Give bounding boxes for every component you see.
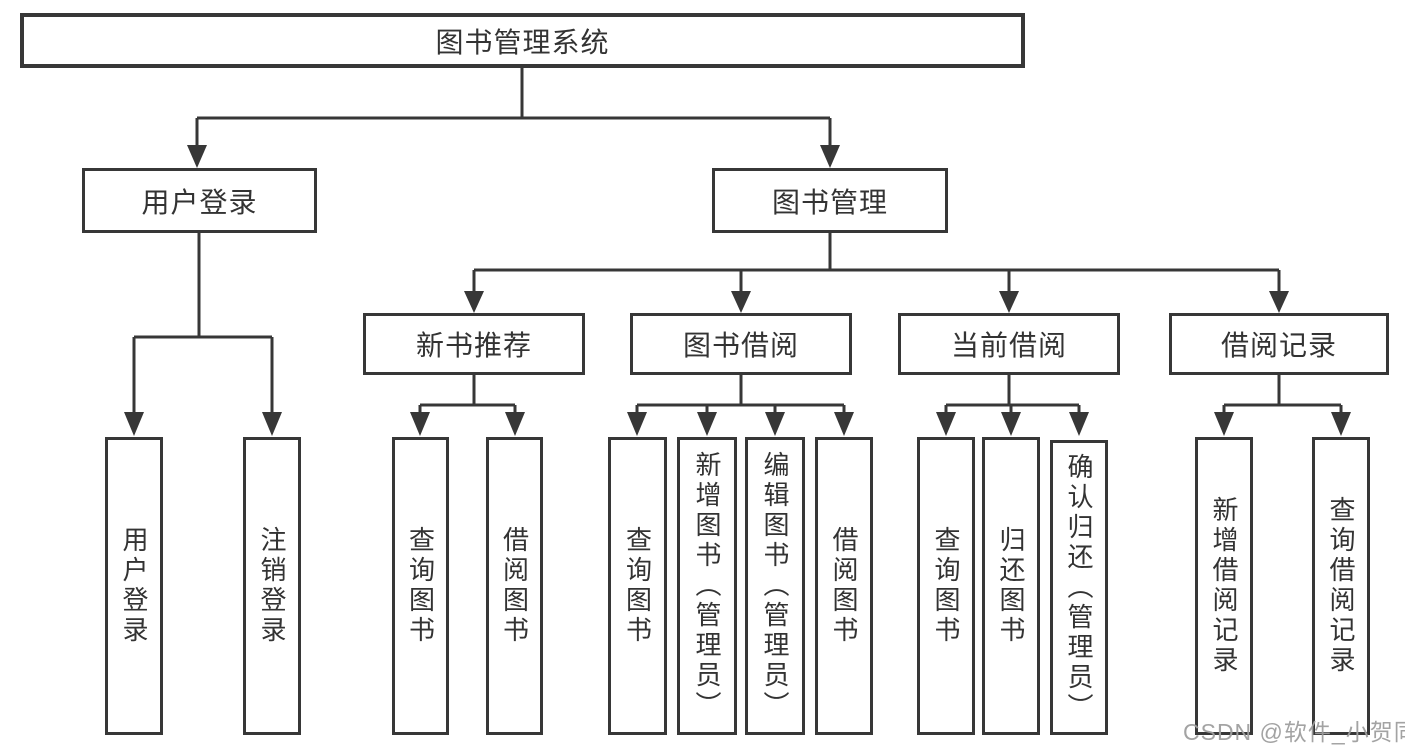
arrow-leaf-logout [262, 412, 282, 436]
leaf-query-books-2-label: 查询图书 [622, 526, 653, 646]
leaf-query-books-1-label: 查询图书 [405, 526, 436, 646]
node-borrow-records: 借阅记录 [1169, 313, 1389, 375]
node-book-management-label: 图书管理 [771, 186, 888, 218]
leaf-query-books-2: 查询图书 [608, 437, 667, 735]
node-book-borrow: 图书借阅 [630, 313, 852, 375]
arrow-leaf-query-borrow-record [1331, 412, 1351, 436]
node-current-borrow: 当前借阅 [898, 313, 1120, 375]
connector-new-book-split [418, 375, 517, 414]
leaf-query-borrow-record-label: 查询借阅记录 [1326, 496, 1356, 676]
arrowheads [124, 145, 1351, 436]
arrow-leaf-user-login [124, 412, 144, 436]
leaf-borrow-books-1-label: 借阅图书 [499, 526, 530, 646]
node-new-book-recommend-label: 新书推荐 [415, 330, 532, 361]
arrow-leaf-return-books [1001, 412, 1021, 436]
arrow-user-login [187, 145, 207, 168]
node-book-borrow-label: 图书借阅 [682, 330, 799, 361]
leaf-return-books: 归还图书 [982, 437, 1040, 735]
leaf-add-borrow-record-label: 新增借阅记录 [1209, 496, 1239, 676]
arrow-leaf-borrow-books-1 [505, 412, 525, 436]
arrow-leaf-query-books-1 [410, 412, 430, 436]
csdn-watermark: CSDN @软件_小贺同学 [1183, 719, 1405, 745]
connector-book-mgmt-split [472, 233, 1281, 292]
leaf-user-login-label: 用户登录 [119, 526, 149, 646]
node-book-management: 图书管理 [712, 168, 948, 233]
leaf-add-books-admin: 新增图书（管理员） [677, 437, 737, 735]
leaf-confirm-return-admin-label: 确认归还（管理员） [1064, 452, 1094, 723]
leaf-return-books-label: 归还图书 [996, 526, 1026, 646]
connector-book-borrow-split [635, 375, 846, 414]
arrow-leaf-add-borrow-record [1214, 412, 1234, 436]
connector-user-login-split [132, 233, 274, 414]
leaf-borrow-books-2-label: 借阅图书 [829, 526, 859, 646]
leaf-borrow-books-1: 借阅图书 [486, 437, 543, 735]
arrow-leaf-query-books-3 [936, 412, 956, 436]
connector-borrow-records-split [1222, 375, 1343, 414]
arrow-current-borrow [999, 291, 1019, 313]
leaf-confirm-return-admin: 确认归还（管理员） [1050, 440, 1108, 735]
leaf-add-books-admin-label: 新增图书（管理员） [692, 451, 722, 721]
arrow-book-mgmt [820, 145, 840, 168]
leaf-user-login: 用户登录 [105, 437, 163, 735]
connector-root-split [195, 68, 832, 148]
leaf-add-borrow-record: 新增借阅记录 [1195, 437, 1253, 735]
node-user-login: 用户登录 [82, 168, 317, 233]
arrow-leaf-query-books-2 [627, 412, 647, 436]
leaf-query-borrow-record: 查询借阅记录 [1312, 437, 1370, 735]
leaf-query-books-3-label: 查询图书 [931, 526, 961, 646]
leaf-edit-books-admin-label: 编辑图书（管理员） [760, 451, 790, 721]
node-borrow-records-label: 借阅记录 [1220, 330, 1337, 361]
arrow-leaf-edit-books [765, 412, 785, 436]
connector-current-borrow-split [944, 375, 1081, 414]
leaf-logout-label: 注销登录 [257, 526, 287, 646]
node-new-book-recommend: 新书推荐 [363, 313, 585, 375]
node-current-borrow-label: 当前借阅 [950, 330, 1067, 361]
node-user-login-label: 用户登录 [141, 186, 258, 218]
node-library-system: 图书管理系统 [20, 13, 1025, 68]
arrow-new-book [464, 291, 484, 313]
node-library-system-label: 图书管理系统 [435, 26, 610, 58]
arrow-borrow-records [1269, 291, 1289, 313]
leaf-query-books-3: 查询图书 [917, 437, 975, 735]
leaf-query-books-1: 查询图书 [392, 437, 449, 735]
arrow-leaf-borrow-books-2 [834, 412, 854, 436]
arrow-leaf-add-books [697, 412, 717, 436]
leaf-edit-books-admin: 编辑图书（管理员） [745, 437, 805, 735]
leaf-borrow-books-2: 借阅图书 [815, 437, 873, 735]
leaf-logout: 注销登录 [243, 437, 301, 735]
arrow-book-borrow [731, 291, 751, 313]
arrow-leaf-confirm-return [1069, 412, 1089, 436]
